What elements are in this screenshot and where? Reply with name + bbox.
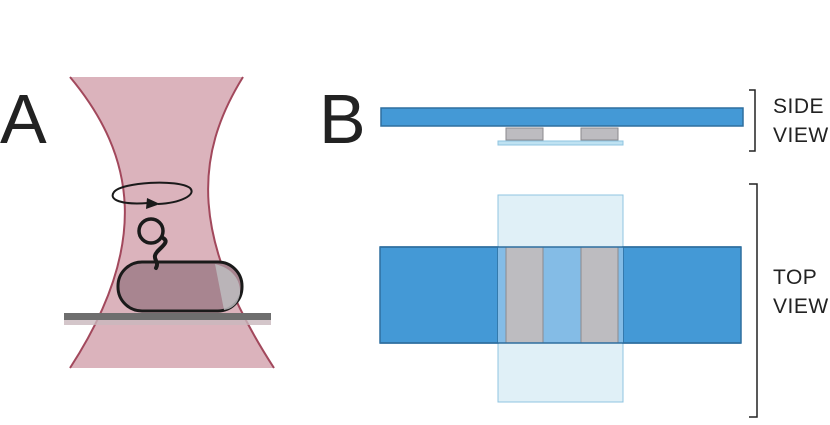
top-pad-left bbox=[505, 246, 544, 344]
side-pad-left bbox=[505, 127, 544, 141]
panel-a-letter: A bbox=[0, 80, 47, 158]
circular-arrow-icon bbox=[111, 181, 193, 209]
top-pad-right bbox=[580, 246, 619, 344]
side-coverslip bbox=[497, 140, 624, 146]
top-substrate-left bbox=[379, 246, 499, 344]
side-view bbox=[380, 107, 744, 146]
top-view-bracket bbox=[749, 183, 758, 418]
panel-b: B SIDE VIEW TOP VIEW bbox=[319, 80, 829, 418]
particle-highlight bbox=[215, 264, 241, 310]
side-view-label-line2: VIEW bbox=[773, 124, 829, 147]
side-substrate bbox=[380, 107, 744, 127]
side-view-bracket bbox=[749, 89, 756, 152]
panel-a: A bbox=[0, 76, 275, 369]
side-pad-right bbox=[580, 127, 619, 141]
top-view bbox=[379, 194, 742, 403]
glass-surface bbox=[64, 313, 271, 320]
top-substrate-right bbox=[622, 246, 742, 344]
glass-surface-shadow bbox=[64, 320, 271, 325]
squiggle-tether-icon bbox=[137, 217, 168, 270]
side-view-label-line1: SIDE bbox=[773, 95, 824, 118]
panel-b-letter: B bbox=[319, 80, 366, 158]
top-view-label-line2: VIEW bbox=[773, 295, 829, 318]
top-view-label-line1: TOP bbox=[773, 266, 817, 289]
trapped-particle bbox=[116, 260, 244, 313]
